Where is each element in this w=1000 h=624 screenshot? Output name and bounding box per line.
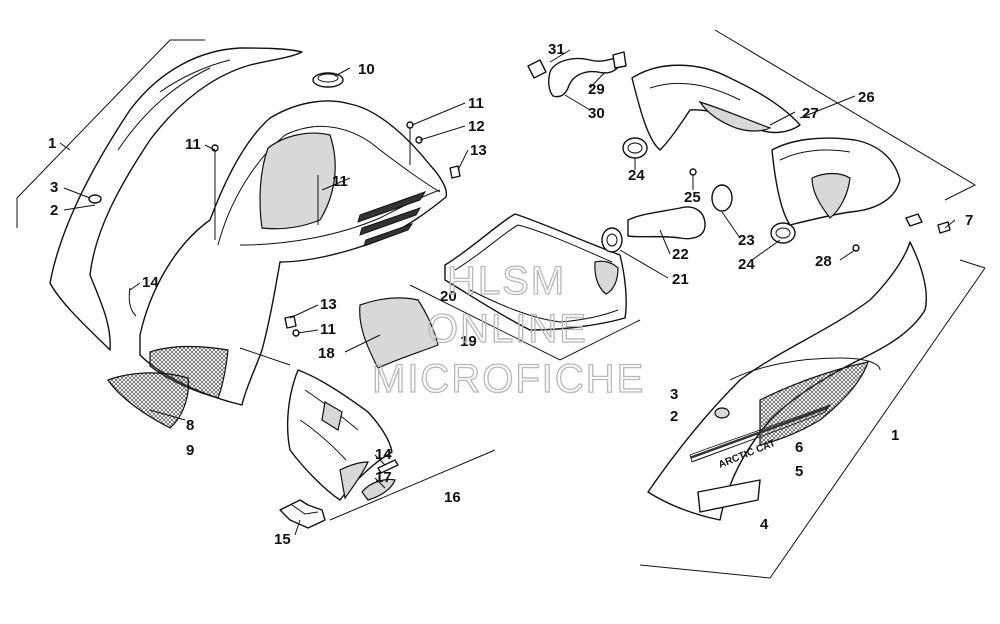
callout-21: 21 [672,271,689,288]
callout-3-left: 3 [50,179,58,196]
part-21-ring [601,227,623,253]
bracket-lines [16,29,986,579]
callout-8: 8 [186,417,194,434]
callout-3-right: 3 [670,386,678,403]
part-28-screw [852,244,860,252]
part-7-fastener [937,221,951,234]
part-13-clip-lower [284,315,297,329]
callout-22: 22 [672,246,689,263]
part-15-bracket [279,499,326,529]
callout-14-right: 14 [375,446,392,463]
callout-19: 19 [460,333,477,350]
watermark: HLSM ONLINE MICROFICHE [371,258,645,401]
callout-29: 29 [588,81,605,98]
part-13-clip-upper [449,165,461,179]
part-22-intake-boot [627,206,706,240]
callout-4: 4 [760,516,769,533]
fastener-upper-right [905,213,923,227]
callout-30: 30 [588,105,605,122]
part-24-seals [622,137,796,244]
watermark-line-3: MICROFICHE [372,357,645,401]
left-side-panel [49,47,303,351]
part-25-grommet [689,168,697,176]
callout-2-left: 2 [50,202,58,219]
callout-26: 26 [858,89,875,106]
part-12-washer [415,136,423,144]
callout-14-left: 14 [142,274,159,291]
part-9-mesh-screen [107,372,190,429]
part-10-grommet [312,72,344,88]
callout-2-right: 2 [670,408,678,425]
callout-11-c: 11 [332,173,348,190]
callout-13-lower: 13 [320,296,337,313]
callout-20: 20 [440,288,457,305]
callout-7: 7 [965,212,973,229]
callout-25: 25 [684,189,701,206]
watermark-line-2: ONLINE [427,307,588,351]
callout-11-b: 11 [468,95,484,112]
watermark-line-1: HLSM [447,259,566,303]
callout-1-left: 1 [48,135,56,152]
part-14-cable-ties [128,287,399,474]
callout-24-upper: 24 [628,167,645,184]
hood-assembly [139,100,448,406]
callout-6: 6 [795,439,803,456]
callout-9: 9 [186,442,194,459]
hose-31 [527,51,627,98]
stripe-graphic [689,404,832,463]
callout-5: 5 [795,463,803,480]
callouts: 1 3 2 14 8 9 11 10 11 12 13 11 13 11 18 … [48,41,973,548]
part-16-lower-pan [286,369,393,501]
callout-10: 10 [358,61,375,78]
callout-16: 16 [444,489,461,506]
callout-27: 27 [802,105,819,122]
callout-18: 18 [318,345,335,362]
part-26-resonator [771,137,901,226]
callout-1-right: 1 [891,427,899,444]
leader-lines [59,49,956,536]
callout-15: 15 [274,531,291,548]
air-box [444,213,627,331]
callout-24-lower: 24 [738,256,755,273]
part-17-cover [361,478,396,501]
callout-23: 23 [738,232,755,249]
callout-28: 28 [815,253,832,270]
upper-intake [631,64,801,151]
callout-31: 31 [548,41,565,58]
right-side-panel [647,241,927,521]
callout-11-a: 11 [185,136,201,153]
callout-17: 17 [375,469,392,486]
part-23-clamp [711,184,733,212]
callout-12: 12 [468,118,485,135]
callout-13-upper: 13 [470,142,487,159]
part-18-heat-shield [359,297,439,369]
callout-11-d: 11 [320,321,336,338]
